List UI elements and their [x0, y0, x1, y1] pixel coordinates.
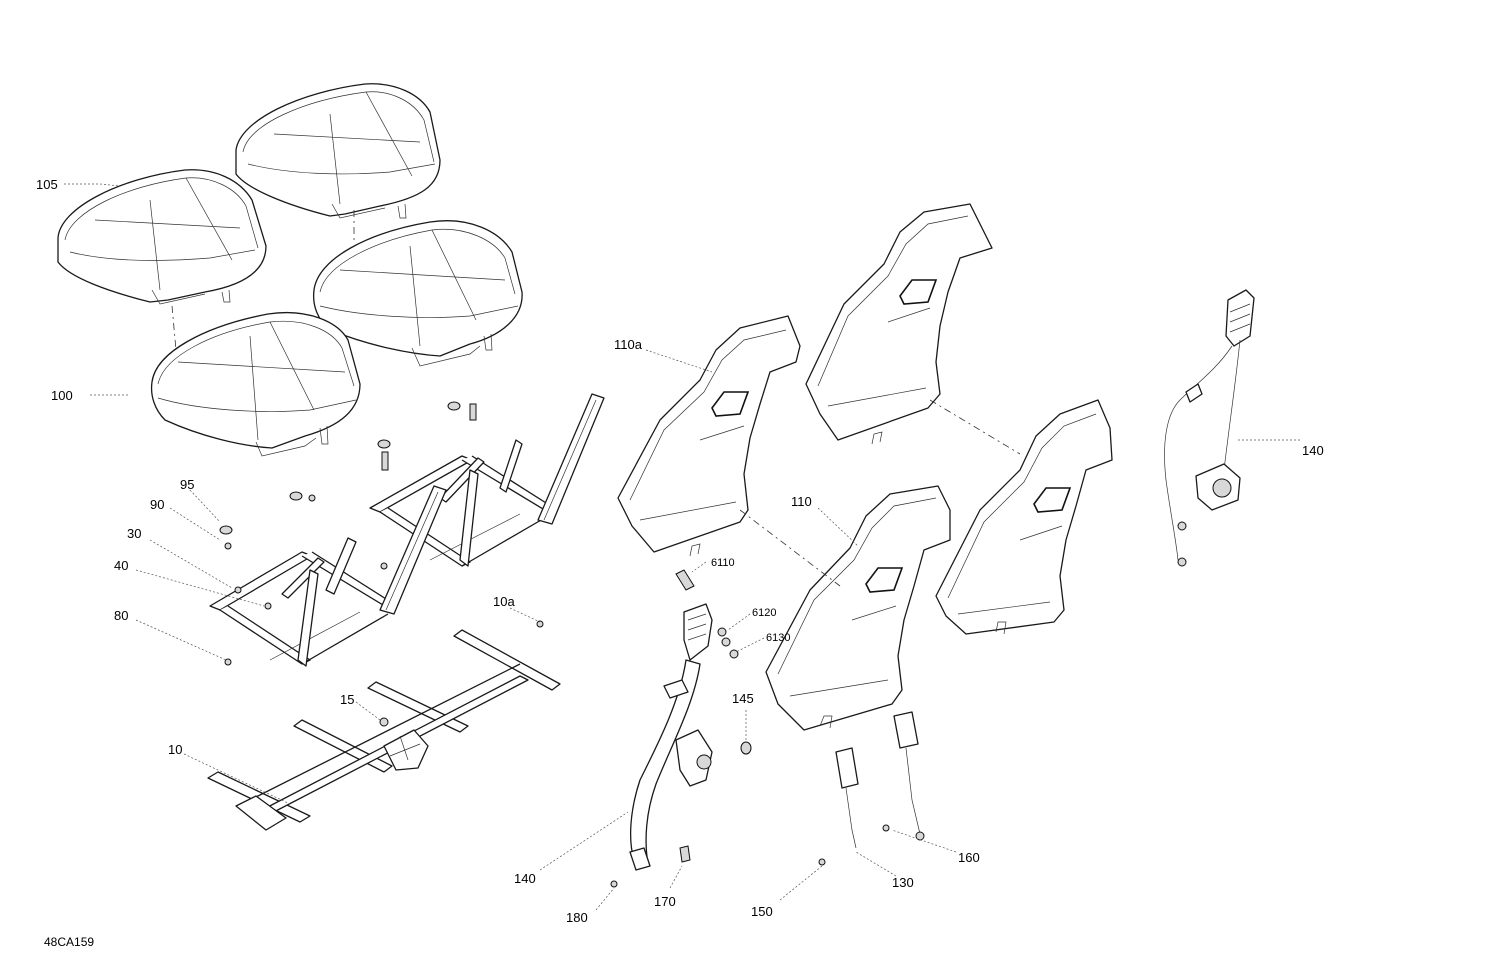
callout-110a: 110a — [614, 337, 643, 352]
callout-110: 110 — [791, 494, 812, 509]
leader-lines — [64, 183, 1300, 911]
callout-140-left: 140 — [514, 871, 536, 886]
seat-cushion-lower-left — [150, 312, 361, 457]
callout-160: 160 — [958, 850, 980, 865]
hardware-fasteners — [219, 401, 890, 888]
seat-shell-rear-right — [805, 203, 993, 445]
callout-80: 80 — [114, 608, 128, 623]
callout-labels: 105 100 95 90 30 40 80 10a 15 10 110a 11… — [36, 177, 1324, 949]
callout-15: 15 — [340, 692, 354, 707]
seat-cushion-upper-right — [235, 83, 441, 219]
base-frame — [207, 629, 561, 831]
seat-shell-front-left — [765, 485, 951, 731]
callout-6110: 6110 — [711, 557, 735, 569]
seat-shell-rear-left — [617, 315, 801, 557]
callout-30: 30 — [127, 526, 141, 541]
callout-10a: 10a — [493, 594, 515, 609]
seat-belt-left — [629, 603, 713, 871]
seat-shell-front-right — [935, 399, 1113, 635]
callout-95: 95 — [180, 477, 194, 492]
callout-40: 40 — [114, 558, 128, 573]
callout-6130: 6130 — [766, 632, 790, 644]
seat-frame-rear — [369, 393, 605, 567]
callout-150: 150 — [751, 904, 773, 919]
callout-105: 105 — [36, 177, 58, 192]
buckle-center — [835, 711, 925, 849]
seat-frame-front — [209, 485, 447, 667]
callout-90: 90 — [150, 497, 164, 512]
seat-cushion-upper-left — [57, 169, 267, 305]
callout-6120: 6120 — [752, 607, 776, 619]
callout-180: 180 — [566, 910, 588, 925]
callout-170: 170 — [654, 894, 676, 909]
callout-145: 145 — [732, 691, 754, 706]
callout-10: 10 — [168, 742, 182, 757]
seat-belt-right — [1164, 289, 1255, 567]
callout-130: 130 — [892, 875, 914, 890]
diagram-reference-code: 48CA159 — [44, 935, 94, 949]
callout-100: 100 — [51, 388, 73, 403]
callout-140-right: 140 — [1302, 443, 1324, 458]
